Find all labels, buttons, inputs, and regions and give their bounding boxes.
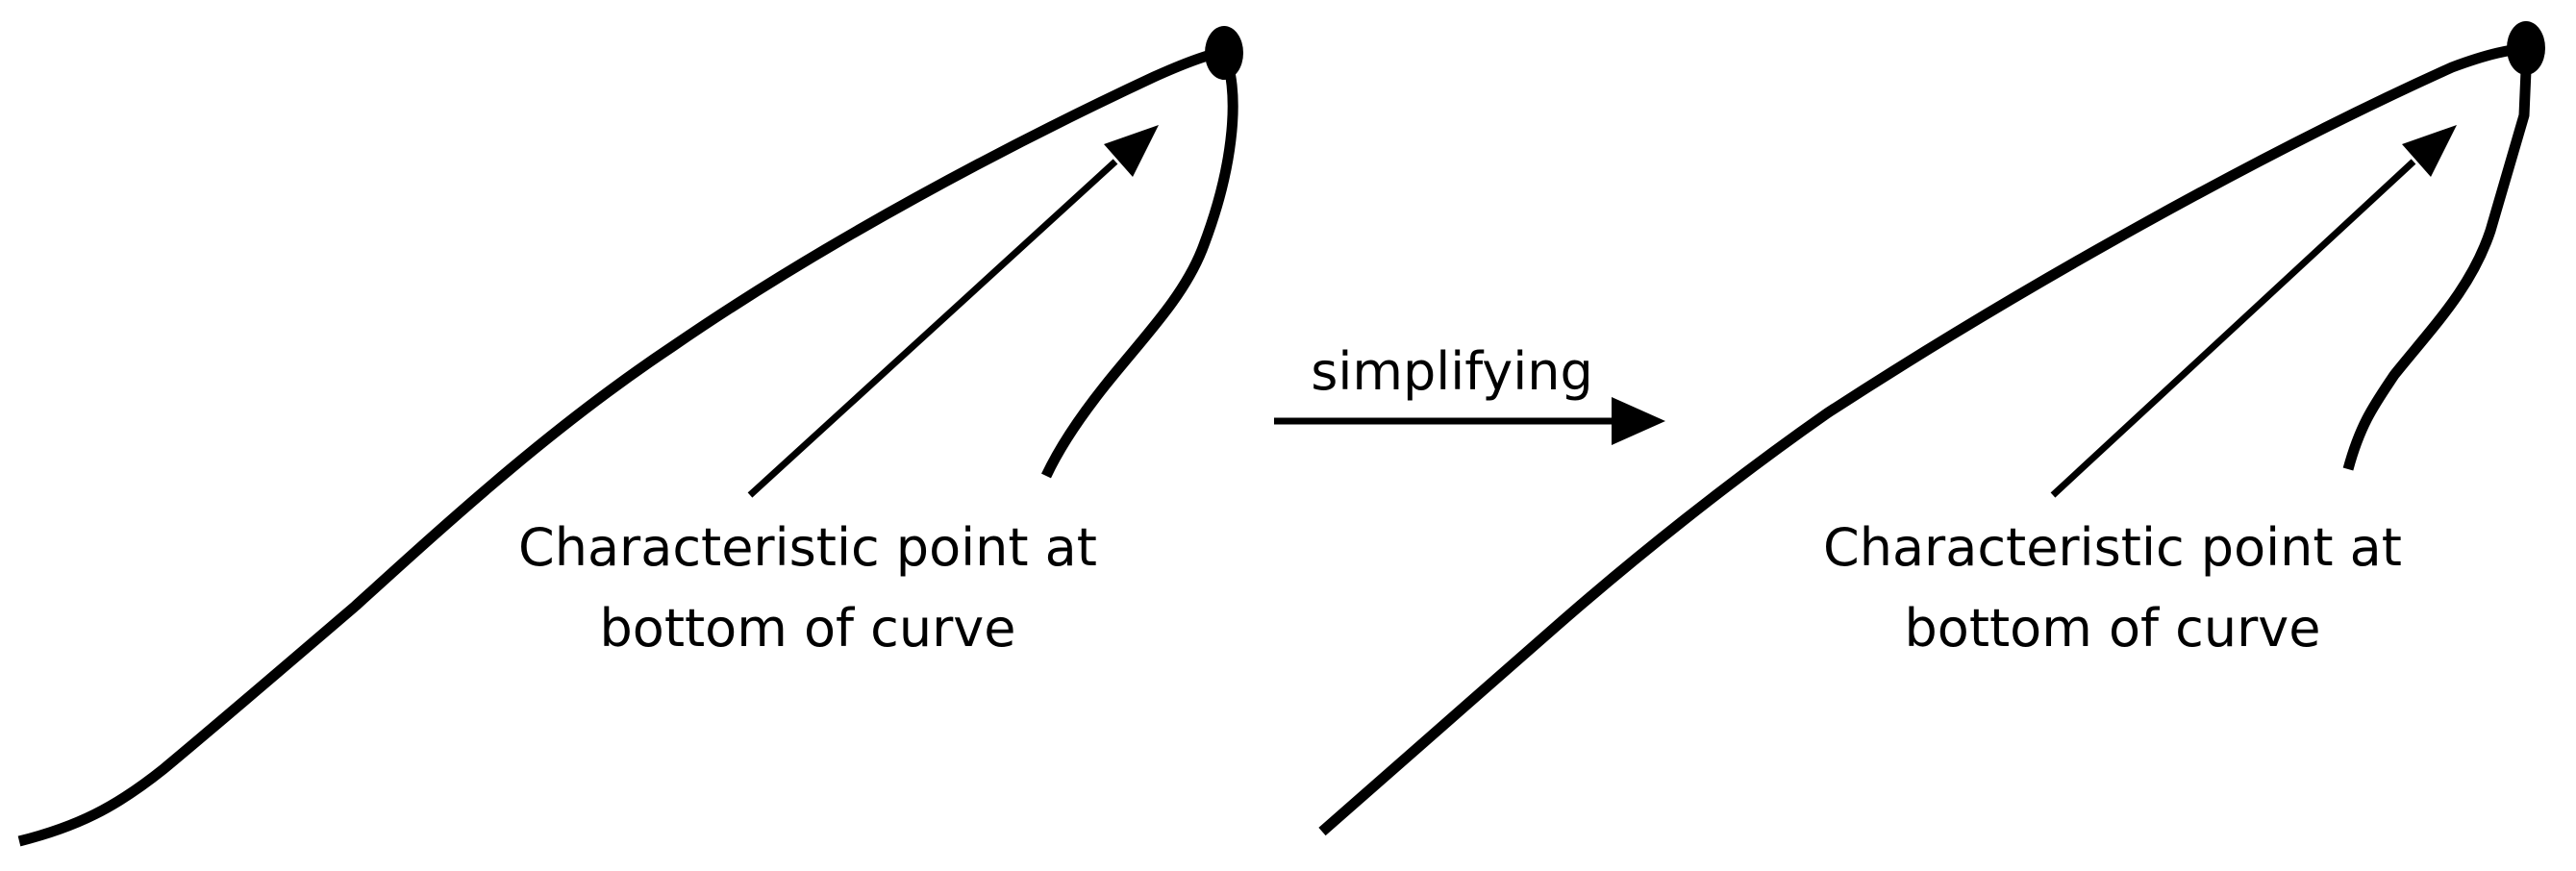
pointer-arrow	[2050, 125, 2457, 498]
characteristic-point-caption: Characteristic point at bottom of curve	[1776, 508, 2449, 669]
characteristic-point	[2507, 21, 2545, 75]
original-curve	[17, 46, 1238, 847]
simplifying-label: simplifying	[1269, 332, 1635, 412]
simplified-curve	[1318, 42, 2533, 836]
characteristic-point	[1205, 26, 1243, 80]
simplified-curve-panel	[1318, 21, 2545, 836]
original-curve-panel	[17, 26, 1243, 847]
caption-line: bottom of curve	[1904, 598, 2321, 659]
simplifying-text: simplifying	[1311, 341, 1593, 402]
caption-line: Characteristic point at	[518, 517, 1097, 578]
caption-line: Characteristic point at	[1823, 517, 2402, 578]
simplifying-arrow	[1274, 397, 1665, 445]
pointer-arrow	[747, 125, 1159, 498]
characteristic-point-caption: Characteristic point at bottom of curve	[471, 508, 1144, 669]
caption-line: bottom of curve	[599, 598, 1016, 659]
